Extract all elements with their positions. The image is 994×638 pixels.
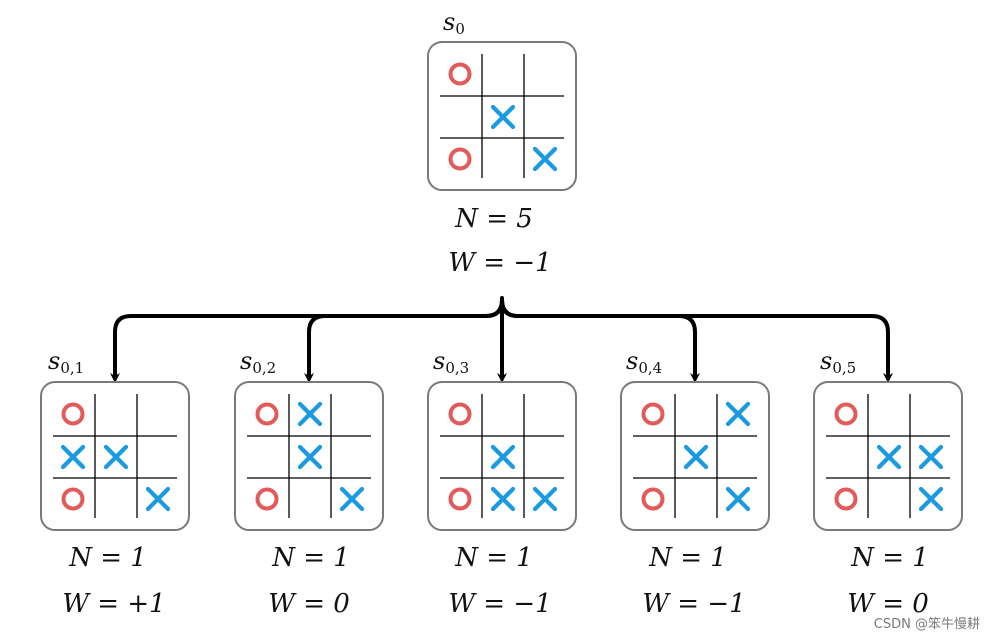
child-2-x-mark-r0c1 [297,401,323,427]
watermark: CSDN @笨牛慢耕 [873,617,980,632]
child-3-o-mark-r2c0 [448,487,472,511]
child-1-visit-count: N = 1 [69,543,147,573]
child-4-o-mark-r0c0 [641,402,665,426]
child-1-value-total: W = +1 [62,589,166,619]
connector-to-child-2 [304,298,504,383]
root-value-total: W = −1 [448,248,552,278]
child-1-state-label: s0,1 [48,347,85,377]
child-4-visit-count: N = 1 [649,543,727,573]
child-4-value-total: W = −1 [642,589,746,619]
root-visit-count: N = 5 [455,204,533,234]
child-3-o-mark-r0c0 [448,402,472,426]
child-5-o-mark-r0c0 [834,402,858,426]
tree-connectors [110,296,893,383]
child-5-visit-count: N = 1 [851,543,929,573]
child-2-value-total: W = 0 [268,589,350,619]
child-2-x-mark-r1c1 [297,444,323,470]
boards-layer [40,41,963,531]
child-2-state-label: s0,2 [240,347,277,377]
child-4-x-mark-r2c2 [725,486,751,512]
child-5-x-mark-r1c1 [876,444,902,470]
child-4-state-label: s0,4 [626,347,663,377]
connector-to-child-5 [500,298,893,383]
child-3-state-label: s0,3 [433,347,470,377]
child-3-visit-count: N = 1 [455,543,533,573]
child-2-x-mark-r2c2 [339,486,365,512]
child-2-visit-count: N = 1 [272,543,350,573]
child-5-board [813,381,963,531]
child-3-x-mark-r2c1 [490,486,516,512]
child-2-o-mark-r2c0 [255,487,279,511]
child-1-x-mark-r2c2 [145,486,171,512]
child-5-o-mark-r2c0 [834,487,858,511]
root-x-mark-r1c1 [490,104,516,130]
child-5-x-mark-r1c2 [918,444,944,470]
child-2-o-mark-r0c0 [255,402,279,426]
child-3-value-total: W = −1 [448,589,552,619]
child-1-board [40,381,190,531]
root-state-label: s0 [443,8,465,38]
child-2-board [234,381,384,531]
child-4-o-mark-r2c0 [641,487,665,511]
child-4-x-mark-r1c1 [683,444,709,470]
child-3-board [427,381,577,531]
child-3-x-mark-r1c1 [490,444,516,470]
child-5-x-mark-r2c2 [918,486,944,512]
child-5-value-total: W = 0 [847,589,929,619]
child-1-x-mark-r1c0 [60,444,86,470]
connector-to-child-4 [500,298,700,383]
root-o-mark-r0c0 [448,62,472,86]
child-1-o-mark-r0c0 [61,402,85,426]
root-x-mark-r2c2 [532,146,558,172]
root-board [427,41,577,191]
root-o-mark-r2c0 [448,147,472,171]
child-1-o-mark-r2c0 [61,487,85,511]
child-5-state-label: s0,5 [820,347,857,377]
child-1-x-mark-r1c1 [103,444,129,470]
child-4-board [620,381,770,531]
child-3-x-mark-r2c2 [532,486,558,512]
child-4-x-mark-r0c2 [725,401,751,427]
